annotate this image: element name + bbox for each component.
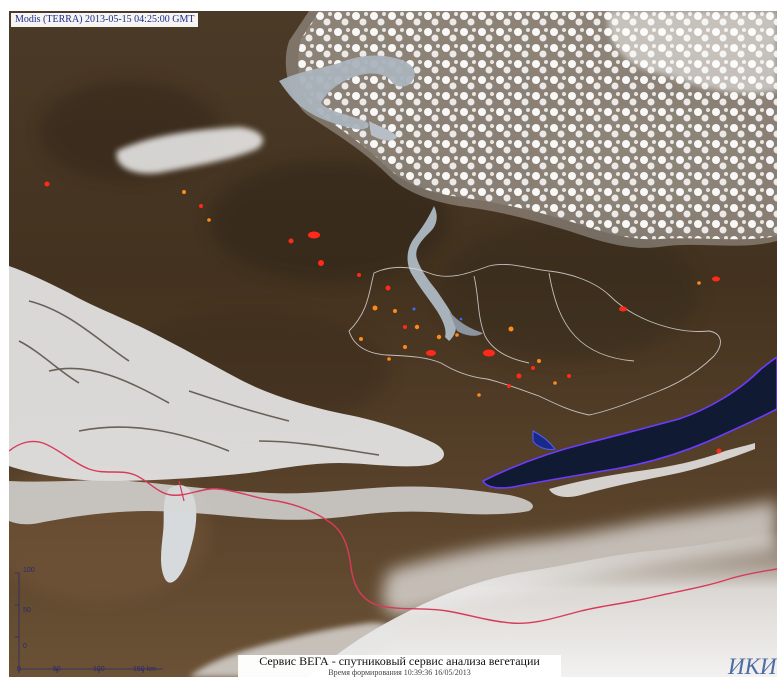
iki-logo: ИКИ	[728, 654, 777, 677]
scale-side-label: 0	[23, 643, 27, 650]
scale-tick-label: 100	[93, 666, 105, 673]
border-spur	[178, 480, 185, 502]
snow-south	[9, 480, 533, 525]
scale-bar-graphic	[15, 572, 163, 673]
scale-side-label: 100	[23, 567, 35, 574]
scale-tick-label: 150 km	[133, 666, 156, 673]
scale-bar: 100 50 0 0 50 100 150 km	[13, 567, 163, 677]
scale-side-label: 50	[23, 607, 31, 614]
reservoir-north-arm	[369, 121, 397, 141]
scale-tick-label: 50	[53, 666, 61, 673]
lake-ice	[549, 443, 755, 497]
region-boundaries	[348, 263, 721, 416]
state-border	[9, 440, 777, 625]
reservoir-north	[279, 55, 415, 130]
snow-ridges	[18, 300, 380, 456]
lake-baikal	[481, 356, 777, 489]
lake-bay	[532, 430, 556, 450]
capture-title: Modis (TERRA) 2013-05-15 04:25:00 GMT	[11, 13, 199, 27]
cloud-band-south	[382, 501, 777, 616]
satellite-map[interactable]: Modis (TERRA) 2013-05-15 04:25:00 GMT Се…	[9, 11, 777, 677]
reservoir-delta	[449, 311, 483, 336]
caption-box: Сервис ВЕГА - спутниковый сервис анализа…	[238, 655, 561, 677]
satellite-image	[9, 11, 777, 677]
cloud-bright-ne	[608, 11, 777, 94]
scale-tick-label: 0	[17, 666, 21, 673]
generated-caption: Время формирования 10:39:36 16/05/2013	[328, 668, 471, 677]
cloud-patch-west	[116, 127, 264, 174]
cloud-haze-south	[309, 531, 777, 677]
fire-hotspots	[44, 181, 722, 454]
service-caption: Сервис ВЕГА - спутниковый сервис анализа…	[259, 655, 540, 668]
reservoir-river	[407, 206, 457, 341]
